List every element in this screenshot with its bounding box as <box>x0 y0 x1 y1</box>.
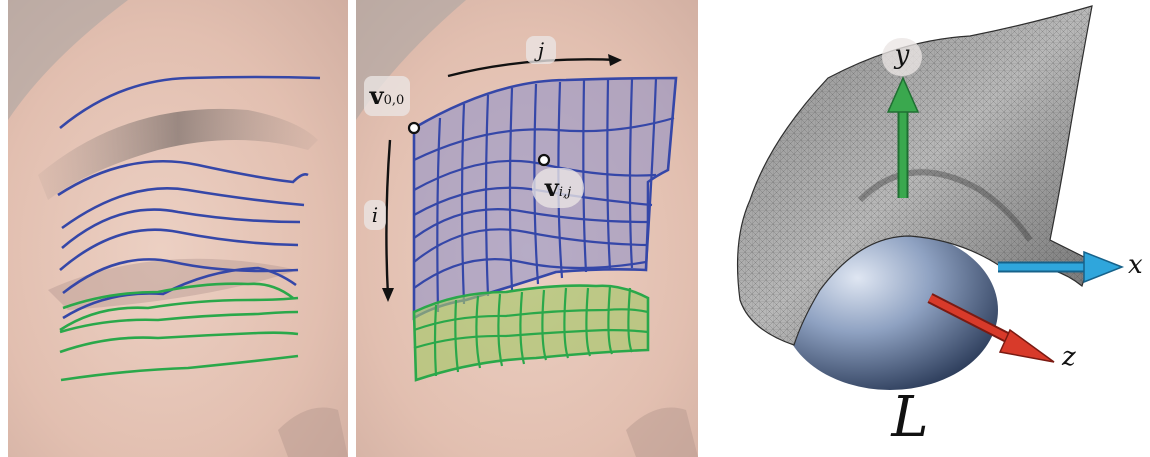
v00-subscript: 0,0 <box>384 93 405 108</box>
middle-panel-svg <box>356 0 698 457</box>
vertex-vij-marker <box>539 155 549 165</box>
vij-base-text: v <box>545 173 559 202</box>
vij-label: vi,j <box>532 168 584 208</box>
z-axis-arrowhead <box>1000 330 1054 362</box>
left-panel-svg <box>8 0 348 457</box>
middle-panel-grid <box>356 0 698 457</box>
x-axis-arrowhead <box>1084 252 1122 282</box>
x-axis-label: x <box>1128 250 1143 280</box>
skin-background <box>8 0 348 457</box>
v00-label: v0,0 <box>364 76 410 116</box>
lens-label: L <box>880 388 940 448</box>
z-axis-label: z <box>1062 342 1076 372</box>
vij-subscript: i,j <box>559 185 571 200</box>
left-panel-curves <box>8 0 348 457</box>
j-label: j <box>526 36 556 64</box>
vertex-v00-marker <box>409 123 419 133</box>
y-axis-label: y <box>882 38 922 76</box>
v00-base-text: v <box>370 81 384 110</box>
i-label: i <box>364 200 386 230</box>
